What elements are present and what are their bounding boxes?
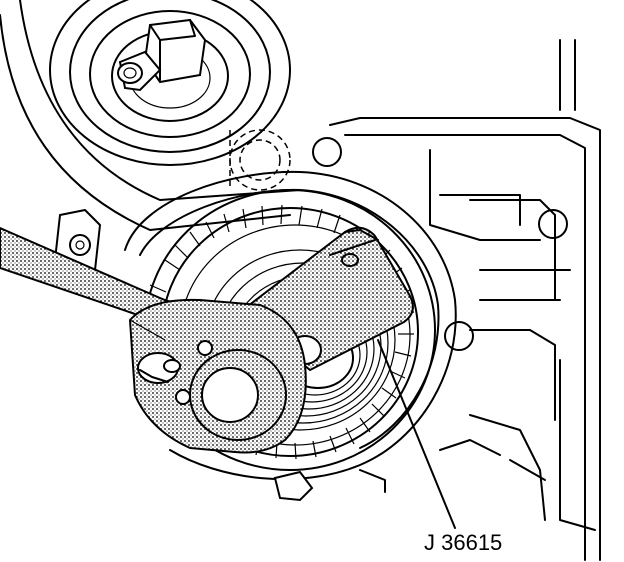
crankshaft-pulley: [124, 170, 457, 502]
tool-callout-label: J 36615: [424, 530, 503, 555]
upper-pulley: [0, 0, 301, 231]
engine-block: [312, 39, 601, 561]
breaker-bar: [0, 227, 307, 454]
callout-leader-line: [377, 339, 456, 529]
